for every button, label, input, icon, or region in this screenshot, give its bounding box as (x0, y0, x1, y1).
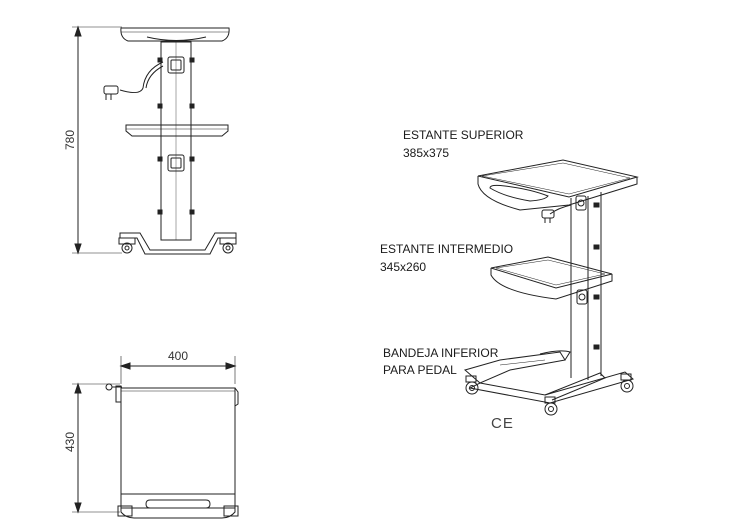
width-dimension: 400 (119, 349, 237, 384)
front-mid-shelf (125, 124, 229, 137)
iso-base (463, 350, 635, 416)
height-dim-text: 780 (63, 130, 77, 150)
iso-top-shelf (477, 159, 639, 211)
front-base (118, 232, 237, 255)
depth-dimension: 430 (63, 382, 120, 514)
front-column (157, 41, 195, 241)
bottom-tray-label-line2: PARA PEDAL (383, 363, 457, 377)
iso-mid-shelf (490, 256, 613, 300)
width-dim-text: 400 (168, 349, 188, 363)
ce-mark: CE (491, 415, 514, 432)
front-top-shelf (120, 27, 230, 42)
depth-dim-text: 430 (63, 432, 77, 452)
power-cord (103, 61, 164, 100)
bottom-tray-label-line1: BANDEJA INFERIOR (383, 346, 499, 360)
top-view-outline (105, 383, 239, 519)
front-view: 780 (63, 25, 237, 255)
top-shelf-size: 385x375 (403, 146, 450, 160)
height-dimension: 780 (63, 25, 122, 255)
top-shelf-label: ESTANTE SUPERIOR (403, 128, 524, 142)
isometric-view (463, 159, 639, 416)
mid-shelf-label: ESTANTE INTERMEDIO (380, 242, 514, 256)
iso-column (541, 192, 602, 380)
mid-shelf-size: 345x260 (380, 260, 427, 274)
top-view: 400 430 (63, 349, 239, 519)
